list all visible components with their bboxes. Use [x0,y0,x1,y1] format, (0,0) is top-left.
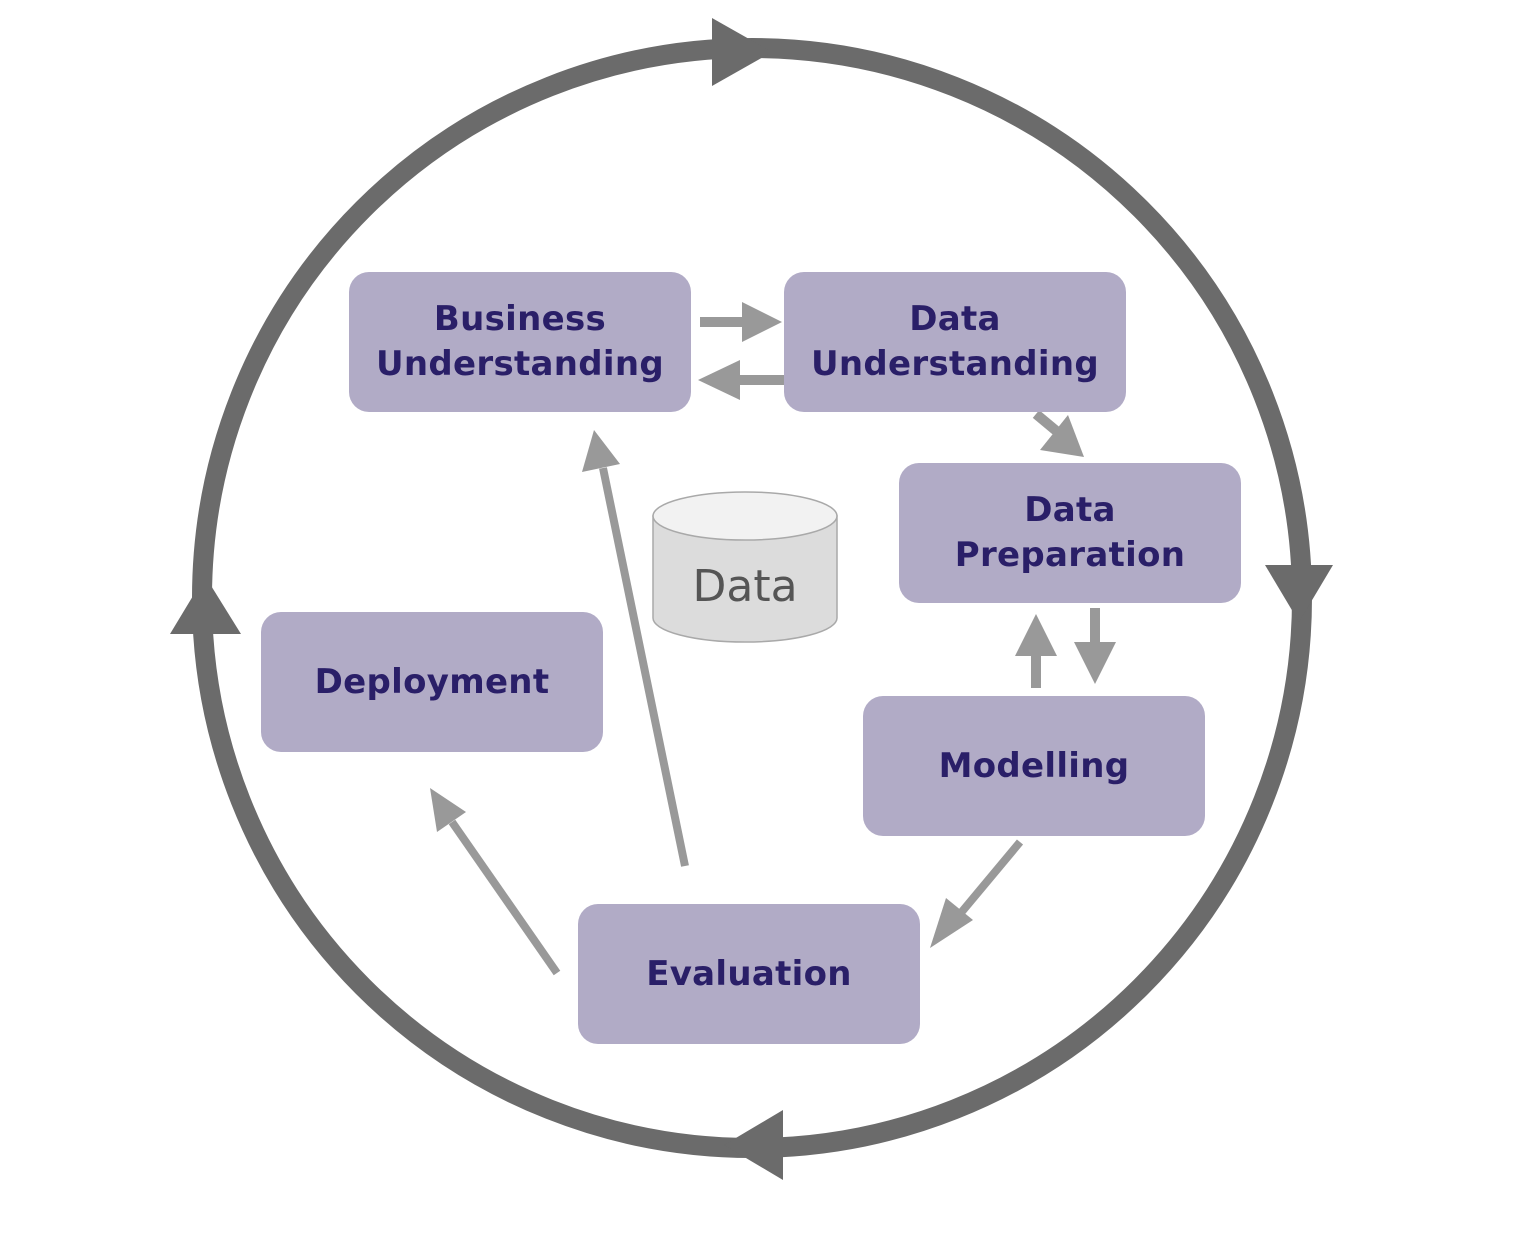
phase-evaluation: Evaluation [578,904,920,1044]
phase-label-data-understanding: Data Understanding [810,299,1100,384]
phase-modelling: Modelling [863,696,1205,836]
phase-label-modelling: Modelling [938,745,1130,786]
flow-arrow-mo-to-ev-shaft [956,839,1024,917]
phase-deployment: Deployment [261,612,603,752]
flow-arrow-ev-to-de-head [430,788,466,832]
flow-arrow-ev-to-de-shaft [448,819,561,976]
phase-business-understanding: Business Understanding [349,272,691,412]
flow-arrow-mo-to-ev-head [930,898,973,948]
phase-data-preparation: Data Preparation [899,463,1241,603]
phase-data-understanding: Data Understanding [784,272,1126,412]
phase-label-deployment: Deployment [314,661,550,702]
cycle-arrowhead-top [712,18,772,86]
cycle-arrowhead-left [170,576,241,634]
flow-arrow-ev-to-bu-shaft [599,467,689,867]
flow-arrow-dp-to-mo-head [1074,642,1116,684]
flow-arrow-du-to-dp-head [1040,415,1084,457]
data-cylinder-icon [652,491,838,643]
phase-label-evaluation: Evaluation [646,953,852,994]
phase-label-business-understanding: Business Understanding [375,299,665,384]
cycle-arrowhead-right [1265,565,1333,622]
flow-arrow-ev-to-bu-head [582,430,620,472]
flow-arrow-mo-to-dp-head [1015,614,1057,656]
flow-arrow-bu-to-du-head [742,302,782,342]
flow-arrow-du-to-bu-head [698,360,740,400]
data-store-label: Data [692,560,798,612]
cycle-arrowhead-bottom [724,1110,783,1180]
phase-label-data-preparation: Data Preparation [954,490,1186,575]
